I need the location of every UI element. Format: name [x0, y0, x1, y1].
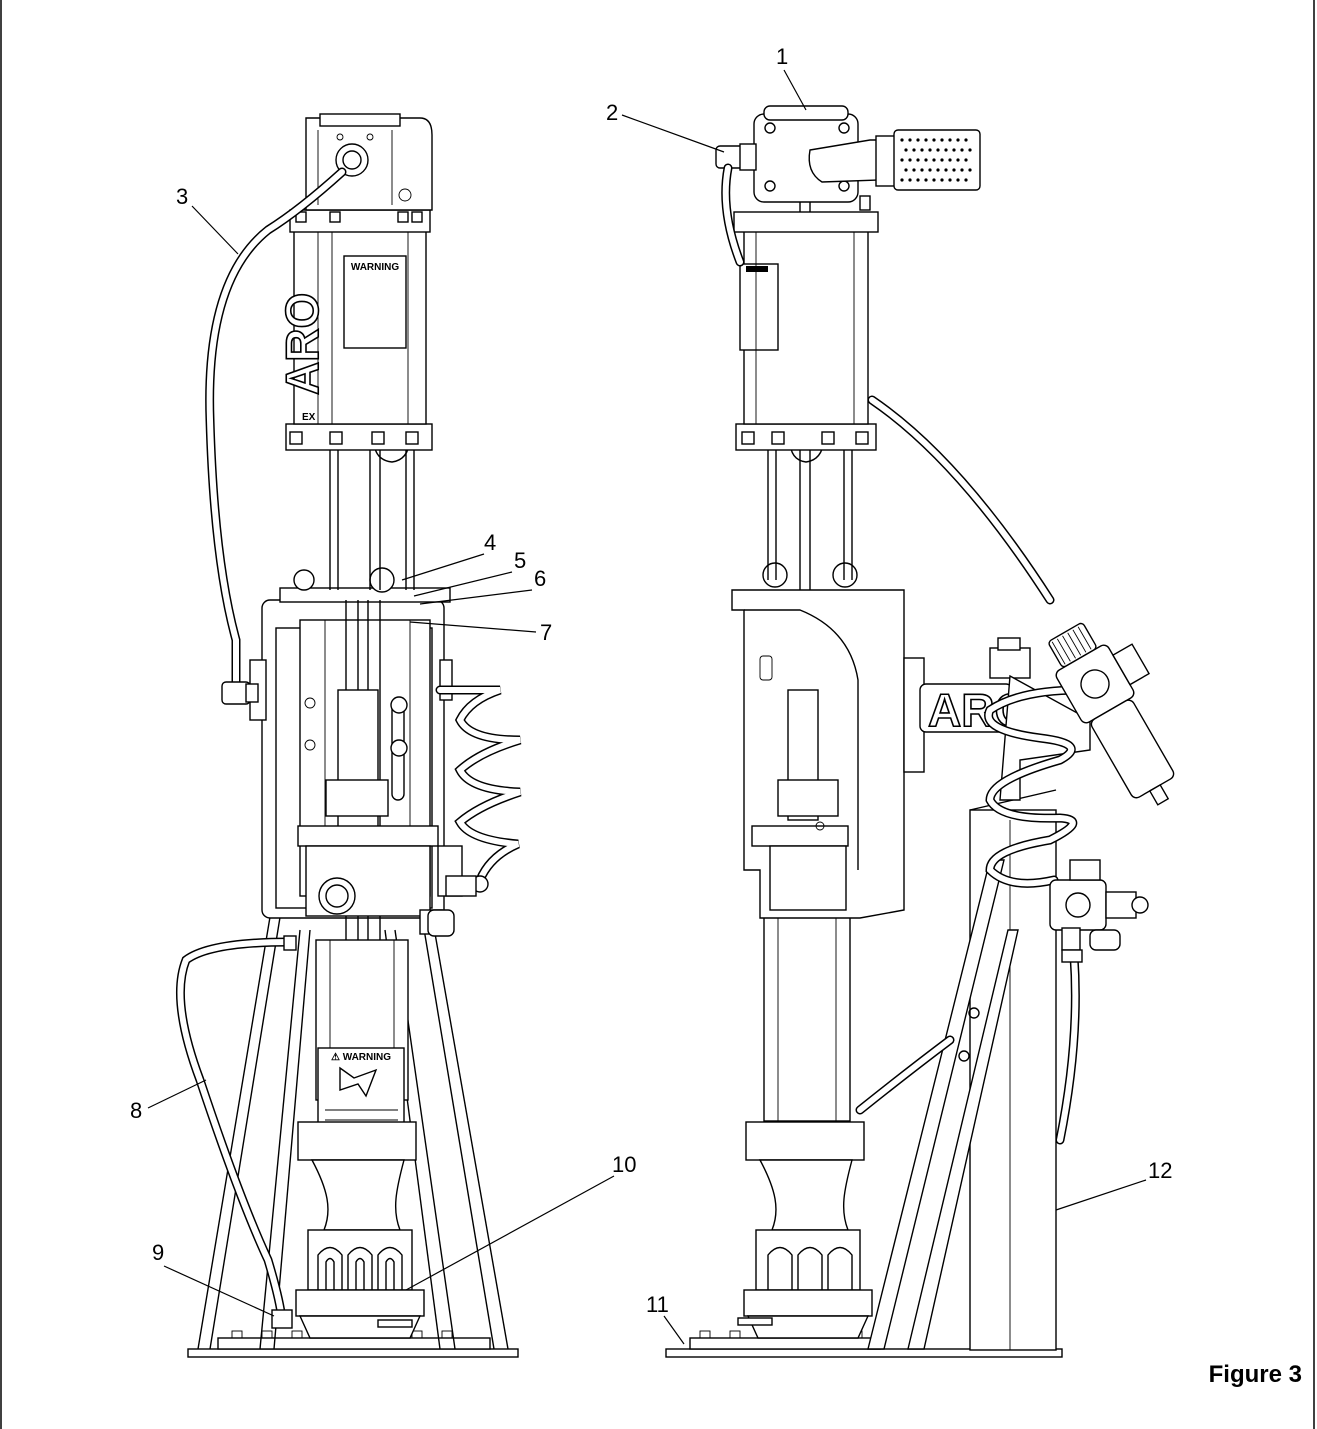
left-view: ⚠ WARNING: [175, 113, 522, 1358]
svg-text:6: 6: [534, 566, 546, 591]
svg-text:9: 9: [152, 1240, 164, 1265]
left-hose-3: [205, 167, 347, 705]
callout-2: 2: [606, 100, 725, 153]
callout-6: 6: [419, 566, 546, 605]
svg-text:4: 4: [484, 530, 496, 555]
callout-10: 10: [405, 1152, 636, 1291]
right-lubricator: [1049, 859, 1149, 963]
left-air-motor: WARNING ARO EX: [275, 209, 433, 451]
callout-3: 3: [176, 184, 239, 255]
right-lower-pump: [737, 905, 873, 1339]
model-mark: EX: [302, 412, 316, 423]
callout-11: 11: [646, 1292, 685, 1345]
intake-ribs: [317, 1246, 403, 1290]
right-mount-bracket: ARO: [731, 562, 1091, 919]
callout-7: 7: [409, 620, 552, 645]
callout-12: 12: [1055, 1158, 1172, 1211]
right-stand-post: [867, 789, 1057, 1351]
callout-1: 1: [776, 44, 807, 111]
svg-text:10: 10: [612, 1152, 636, 1177]
svg-text:11: 11: [646, 1292, 669, 1317]
callout-5: 5: [413, 548, 526, 597]
right-valve-head: [715, 105, 981, 211]
brand-logo-left: ARO: [276, 293, 328, 395]
svg-text:2: 2: [606, 100, 618, 125]
callouts: 1 2 3 4 5 6 7 8: [130, 44, 1172, 1345]
callout-9: 9: [152, 1240, 275, 1317]
callout-4: 4: [401, 530, 496, 581]
callout-8: 8: [130, 1079, 207, 1123]
left-valve-head: [305, 113, 433, 211]
svg-text:8: 8: [130, 1098, 142, 1123]
svg-text:3: 3: [176, 184, 188, 209]
right-hose-loop: [721, 163, 1085, 1145]
left-hose-8: [175, 935, 297, 1329]
svg-text:1: 1: [776, 44, 788, 69]
svg-text:5: 5: [514, 548, 526, 573]
right-filter-regulator: [1048, 622, 1175, 806]
right-view: ARO: [665, 105, 1175, 1358]
left-coil-hose: [427, 685, 522, 937]
right-air-motor: [733, 211, 879, 451]
muffler-holes: [900, 138, 972, 182]
left-tie-rods: [329, 439, 415, 590]
figure-caption: Figure 3: [1209, 1361, 1302, 1388]
svg-text:12: 12: [1148, 1158, 1172, 1183]
warning-plate: WARNING: [351, 262, 400, 273]
inverted-warning-label: ⚠ WARNING: [331, 1052, 391, 1063]
left-lower-pump: ⚠ WARNING: [295, 939, 425, 1339]
svg-text:7: 7: [540, 620, 552, 645]
left-mount-bracket: [249, 567, 463, 940]
